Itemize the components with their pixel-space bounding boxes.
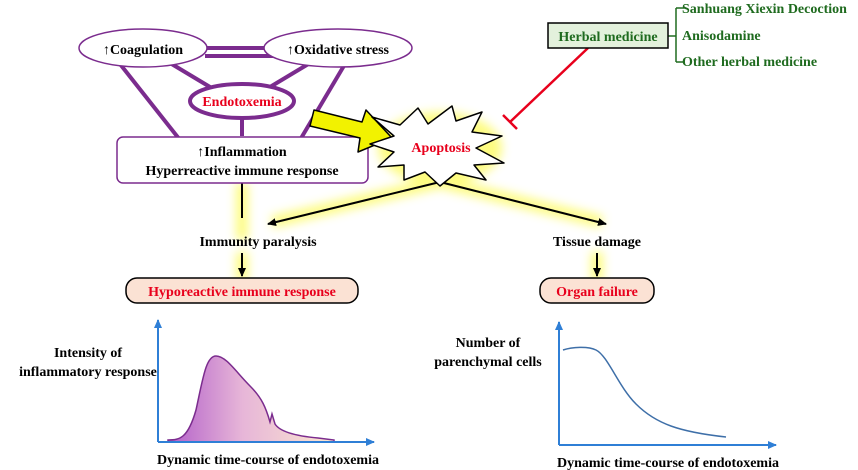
right-plot: Number of parenchymal cells Dynamic time… (434, 321, 779, 470)
hyporeactive-label: Hyporeactive immune response (148, 285, 336, 300)
right-ylabel-1: Number of (456, 336, 521, 351)
parenchymal-curve (562, 346, 727, 438)
coagulation-label: ↑Coagulation (103, 43, 183, 58)
arrow-apoptosis-to-paralysis (267, 181, 441, 226)
arrow-apoptosis-to-tissue (439, 181, 607, 226)
left-xlabel: Dynamic time-course of endotoxemia (157, 453, 379, 468)
endotoxemia-label: Endotoxemia (202, 95, 281, 110)
inflammation-box (116, 136, 369, 184)
inflammation-label: ↑Inflammation (197, 145, 287, 160)
inhibition-line (502, 47, 589, 130)
immunity-paralysis-label: Immunity paralysis (199, 235, 317, 250)
herbal-medicine-box (547, 22, 669, 49)
left-ylabel-2: inflammatory response (19, 365, 157, 380)
right-ylabel-2: parenchymal cells (434, 355, 542, 370)
herbal-item-sanhuang: Sanhuang Xiexin Decoction (682, 2, 847, 17)
herbal-bracket (668, 7, 684, 63)
apoptosis-label: Apoptosis (411, 141, 471, 156)
organ-failure-pill (539, 277, 655, 304)
left-ylabel-1: Intensity of (54, 346, 122, 361)
hyperreactive-label: Hyperreactive immune response (145, 164, 338, 179)
organ-failure-label: Organ failure (556, 285, 638, 300)
oxidative-stress-label: ↑Oxidative stress (287, 43, 390, 58)
endotoxemia-node (188, 82, 296, 120)
apoptosis-starburst (369, 105, 505, 187)
left-plot: Intensity of inflammatory response Dynam… (19, 319, 379, 468)
herbal-item-other: Other herbal medicine (682, 55, 817, 70)
right-xlabel: Dynamic time-course of endotoxemia (557, 456, 779, 470)
flow-arrows (238, 181, 607, 277)
oxidative-stress-node (263, 28, 413, 68)
herbal-medicine-label: Herbal medicine (558, 30, 657, 45)
inflammatory-curve (167, 355, 335, 443)
coagulation-node (78, 28, 208, 68)
herbal-item-anisodamine: Anisodamine (682, 29, 761, 44)
hyporeactive-pill (125, 277, 359, 304)
tissue-damage-label: Tissue damage (553, 235, 641, 250)
